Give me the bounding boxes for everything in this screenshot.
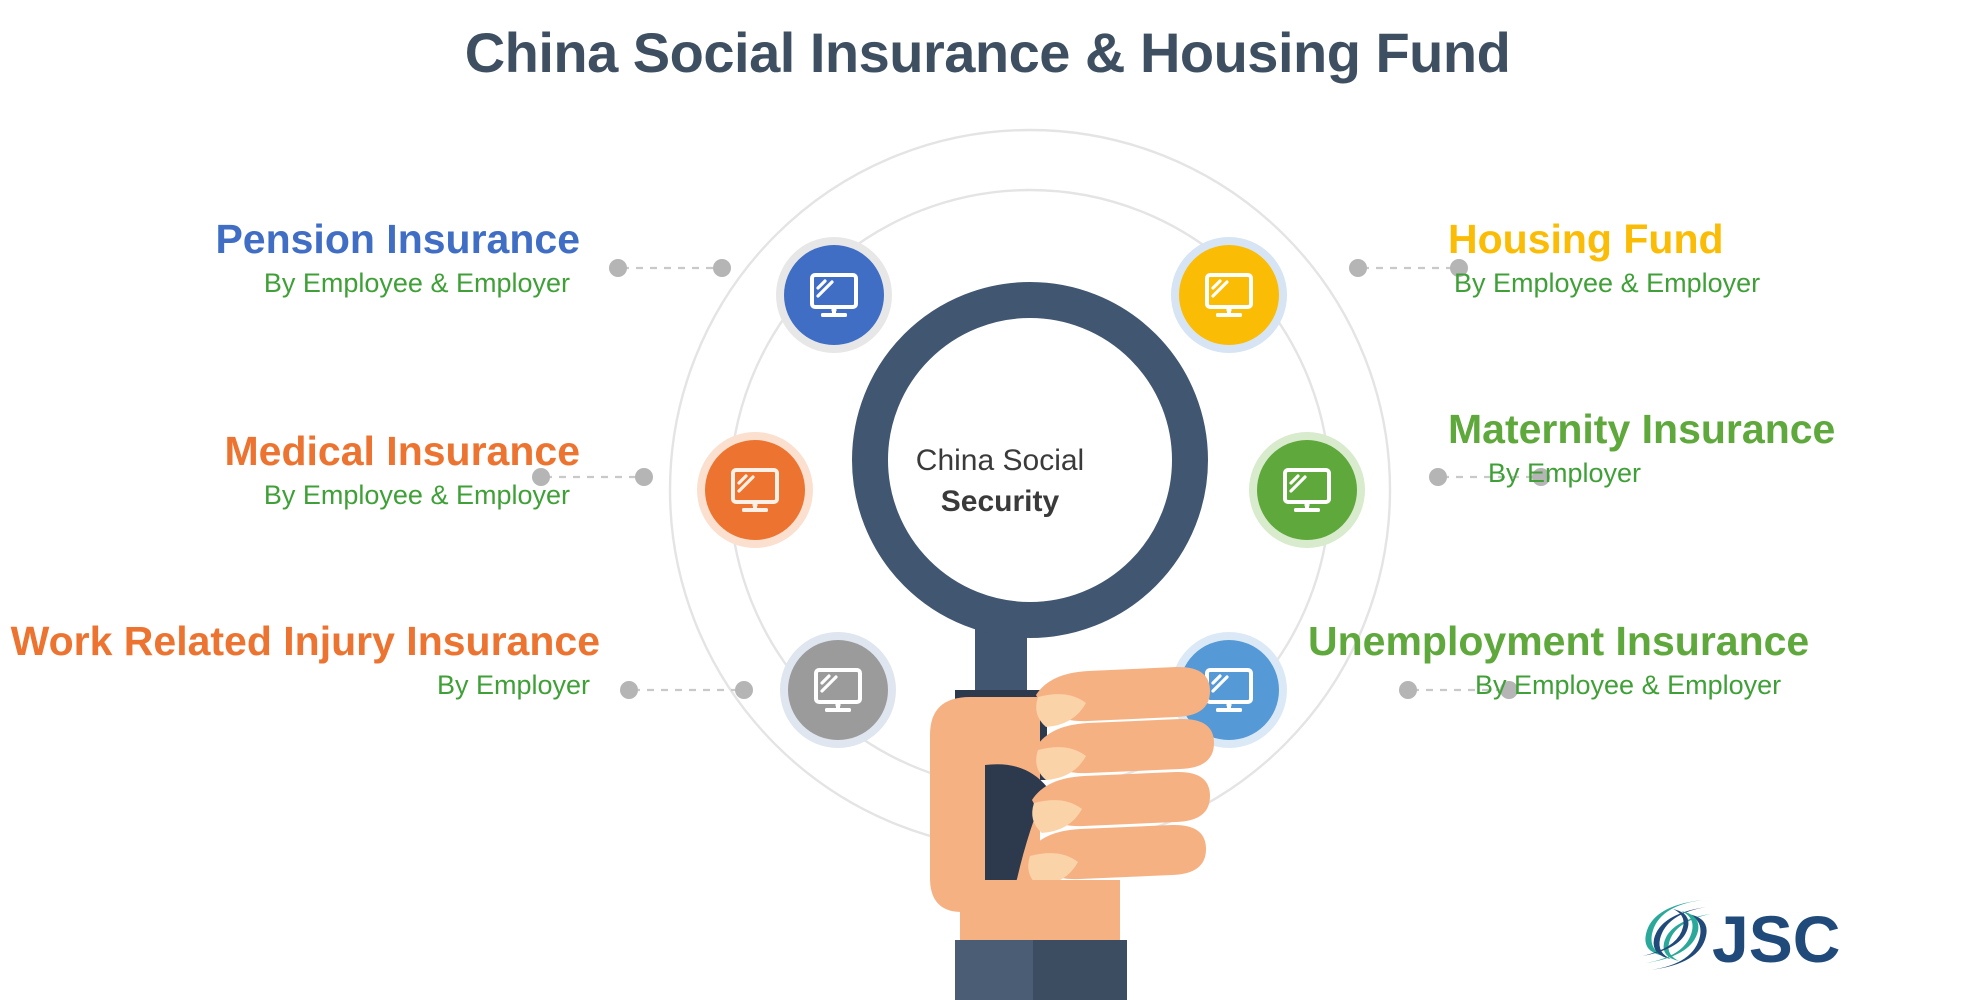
label-housing-fund[interactable]: Housing Fund By Employee & Employer [1440,216,1960,299]
node-pension[interactable] [776,237,892,353]
swoosh-s-mark-icon [1642,900,1710,970]
page-title: China Social Insurance & Housing Fund [464,21,1511,84]
hand-illustration [930,666,1214,1000]
label-medical[interactable]: Medical Insurance By Employee & Employer [20,428,580,511]
monitor-icon [814,668,862,712]
node-work-related-injury[interactable] [780,632,896,748]
center-label-line2: Security [940,485,1060,519]
label-pension[interactable]: Pension Insurance By Employee & Employer [20,216,580,299]
monitor-icon [731,468,779,512]
node-medical[interactable] [697,432,813,548]
connector-dots [532,259,1550,699]
label-work-related-injury[interactable]: Work Related Injury Insurance By Employe… [0,618,600,701]
node-housing-fund[interactable] [1171,237,1287,353]
center-label-line1: China Social [915,444,1085,477]
label-unemployment[interactable]: Unemployment Insurance By Employee & Emp… [1300,618,1960,701]
label-housing-fund-subtitle: By Employee & Employer [1454,268,1761,299]
label-maternity[interactable]: Maternity Insurance By Employer [1440,406,1960,489]
connector-lines [545,266,1537,692]
jsc-logo[interactable]: JSC [1640,890,1890,980]
label-maternity-subtitle: By Employer [1488,458,1642,489]
label-pension-subtitle: By Employee & Employer [263,268,570,299]
node-unemployment[interactable] [1171,632,1287,748]
label-unemployment-subtitle: By Employee & Employer [1475,670,1782,701]
node-maternity[interactable] [1249,432,1365,548]
label-medical-title: Medical Insurance [224,428,580,474]
label-work-related-injury-subtitle: By Employer [436,670,590,701]
center-label: China Social Security [895,440,1105,523]
label-work-related-injury-title: Work Related Injury Insurance [10,618,600,664]
jsc-logo-text: JSC [1712,902,1840,976]
monitor-icon [810,273,858,317]
monitor-icon [1205,273,1253,317]
label-housing-fund-title: Housing Fund [1448,216,1724,262]
monitor-icon [1283,468,1331,512]
label-pension-title: Pension Insurance [215,216,580,262]
label-maternity-title: Maternity Insurance [1448,406,1836,452]
label-medical-subtitle: By Employee & Employer [263,480,570,511]
label-unemployment-title: Unemployment Insurance [1308,618,1810,664]
